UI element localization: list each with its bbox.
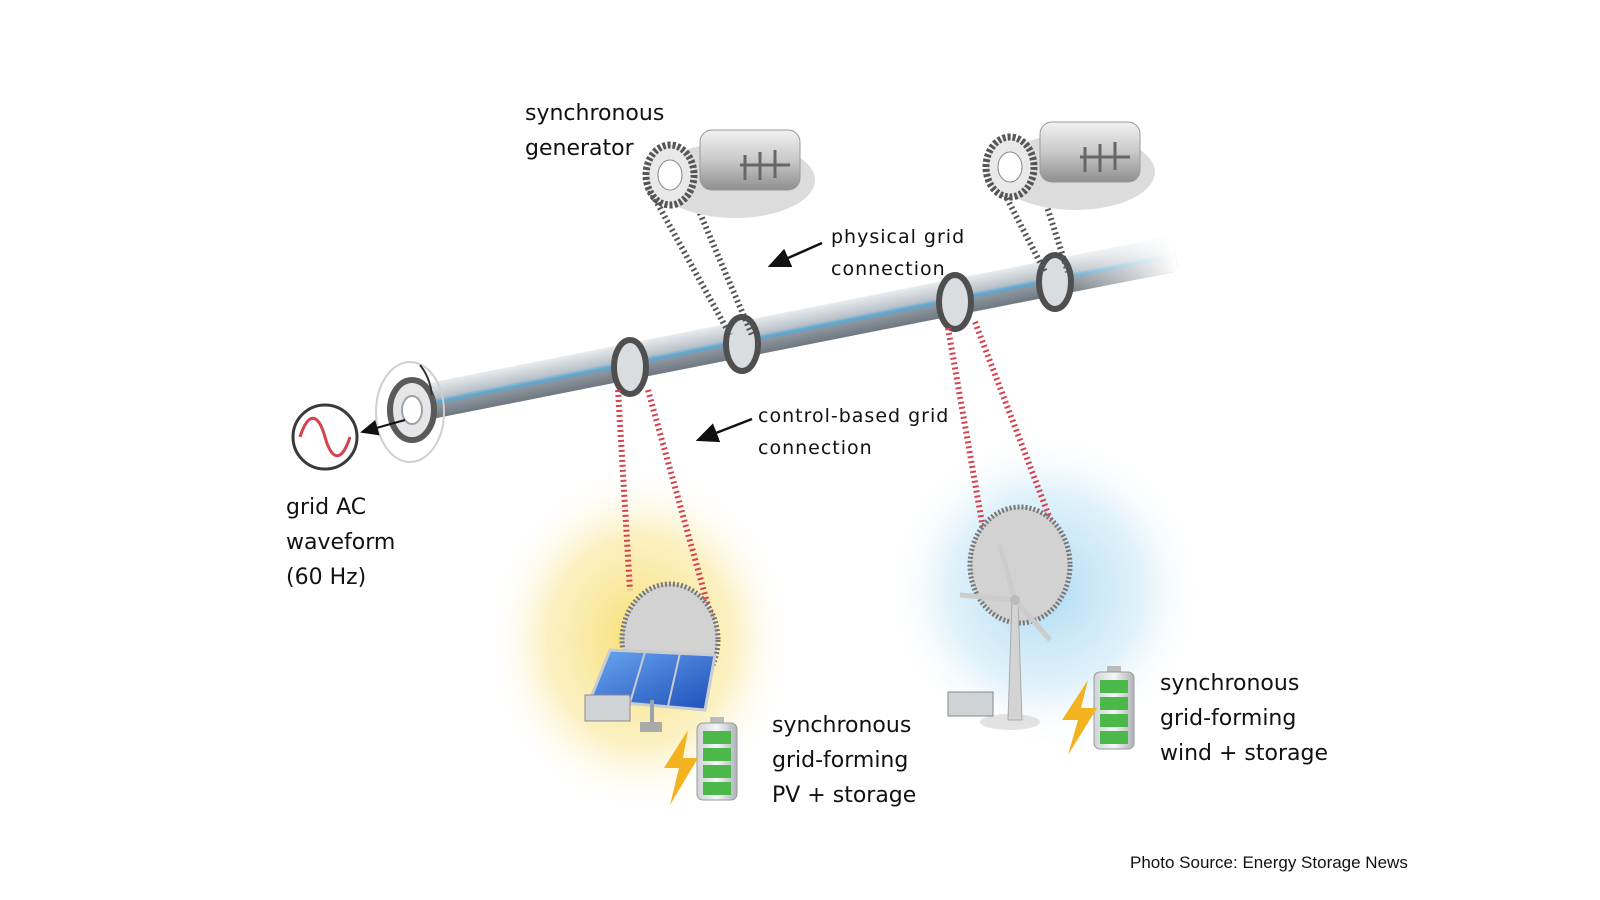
label-physical-grid-connection: physical grid connection [831,226,966,280]
wind-battery-icon [1093,666,1135,750]
shaft-collar-3 [936,272,974,332]
photo-source-caption: Photo Source: Energy Storage News [1130,853,1408,872]
wind-gear [967,504,1073,626]
shaft-collar-4 [1036,252,1074,312]
control-chain-wind [945,320,1063,547]
grid-flywheel [375,361,445,463]
label-control-based-grid-connection: control-based grid connection [758,405,950,459]
physical-grid-arrow [767,241,823,268]
shaft-collar-1 [611,337,649,397]
pv-battery-icon [696,717,738,801]
control-grid-arrow [695,417,753,443]
wind-turbine-icon [947,544,1052,730]
grid-shaft [406,235,1179,423]
wind-lightning-icon [1062,680,1097,755]
label-wind-storage: synchronous grid-forming wind + storage [1160,671,1329,766]
solar-panel-icon [584,648,717,732]
synchronous-generator-left [642,129,815,218]
synchronous-generator-right [982,121,1155,210]
label-grid-ac-waveform: grid AC waveform (60 Hz) [286,495,396,590]
shaft-collar-2 [723,314,761,374]
pv-lightning-icon [664,730,698,805]
label-pv-storage: synchronous grid-forming PV + storage [772,713,917,808]
ac-waveform-icon [291,403,359,471]
control-chain-pv [615,389,715,621]
grid-arrow [360,419,406,436]
label-synchronous-generator: synchronous generator [525,101,665,161]
